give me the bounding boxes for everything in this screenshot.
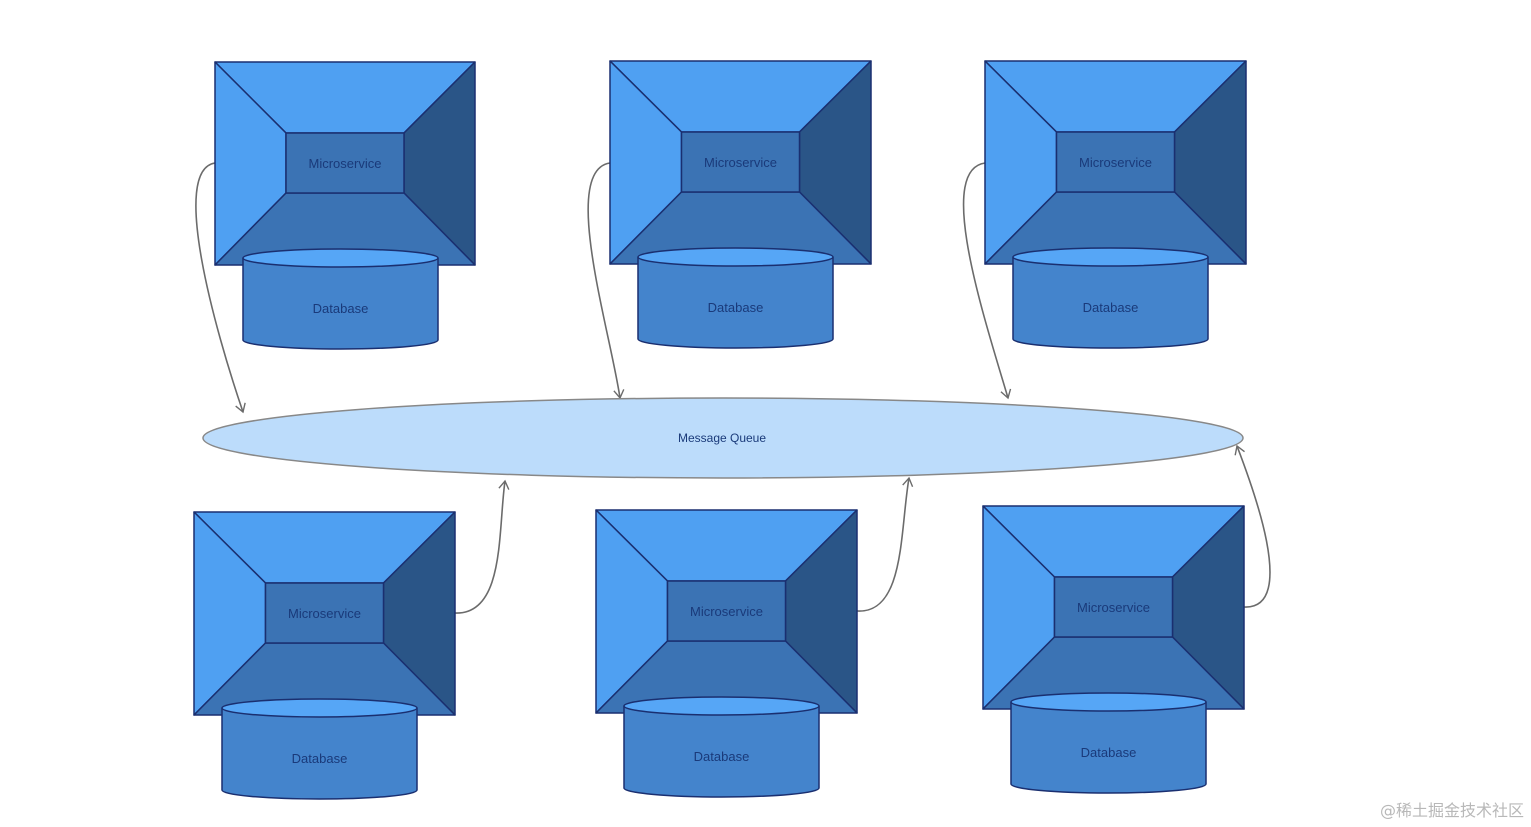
database-top: [221, 698, 418, 718]
database-body: [221, 708, 418, 800]
database-top: [637, 247, 834, 267]
microservice-label: Microservice: [1079, 155, 1152, 170]
microservice-label: Microservice: [309, 156, 382, 171]
database-body: [623, 706, 820, 798]
database-body: [637, 257, 834, 349]
database-2: Database: [637, 247, 834, 349]
service-groups: MicroserviceDatabaseMicroserviceDatabase…: [193, 60, 1247, 800]
database-label: Database: [1083, 300, 1139, 315]
database-body: [1010, 702, 1207, 794]
microservice-3: Microservice: [984, 60, 1247, 265]
microservice-box: [1055, 131, 1176, 193]
connector-1-to-queue: [195, 162, 246, 414]
connector-2-to-queue: [587, 162, 625, 400]
connector-5-to-queue: [856, 476, 914, 612]
microservice-1: Microservice: [214, 61, 476, 266]
microservice-label: Microservice: [704, 155, 777, 170]
database-top: [1012, 247, 1209, 267]
microservice-box: [666, 580, 787, 642]
microservice-box: [264, 582, 385, 644]
database-4: Database: [221, 698, 418, 800]
microservice-4: Microservice: [193, 511, 456, 716]
database-3: Database: [1012, 247, 1209, 349]
connector-6-to-queue: [1234, 444, 1271, 608]
database-label: Database: [694, 749, 750, 764]
message-queue-label: Message Queue: [678, 431, 766, 445]
database-top: [1010, 692, 1207, 712]
microservice-box: [285, 132, 405, 194]
message-queue: Message Queue: [202, 397, 1244, 479]
database-1: Database: [242, 248, 439, 350]
database-top: [242, 248, 439, 268]
database-label: Database: [708, 300, 764, 315]
connector-4-to-queue: [454, 479, 510, 614]
database-label: Database: [313, 301, 369, 316]
microservice-label: Microservice: [1077, 600, 1150, 615]
database-6: Database: [1010, 692, 1207, 794]
microservice-6: Microservice: [982, 505, 1245, 710]
database-top: [623, 696, 820, 716]
database-body: [1012, 257, 1209, 349]
message-queue-shape: [202, 397, 1244, 479]
database-label: Database: [292, 751, 348, 766]
database-body: [242, 258, 439, 350]
microservice-box: [1053, 576, 1174, 638]
microservice-box: [680, 131, 801, 193]
watermark: @稀土掘金技术社区: [1380, 801, 1524, 820]
microservice-5: Microservice: [595, 509, 858, 714]
connector-3-to-queue: [962, 162, 1012, 400]
microservice-2: Microservice: [609, 60, 872, 265]
connectors: [195, 162, 1271, 614]
database-label: Database: [1081, 745, 1137, 760]
microservice-label: Microservice: [288, 606, 361, 621]
microservice-label: Microservice: [690, 604, 763, 619]
database-5: Database: [623, 696, 820, 798]
